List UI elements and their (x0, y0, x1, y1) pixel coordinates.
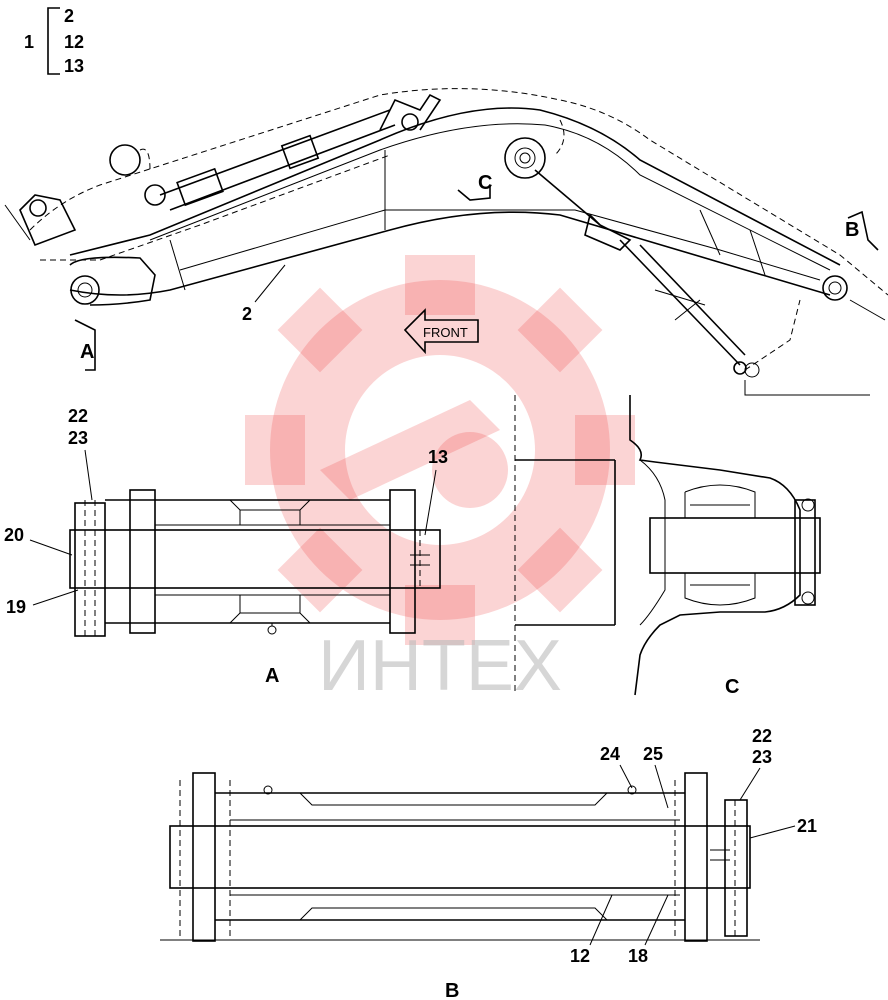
view-b-callout-23: 23 (752, 747, 772, 767)
view-a-callout-20: 20 (4, 525, 24, 545)
view-a-callout-19: 19 (6, 597, 26, 617)
detail-view-a: 22 23 13 20 19 A (4, 406, 448, 687)
front-arrow: FRONT (403, 308, 479, 355)
view-a-callout-22: 22 (68, 406, 88, 426)
boom-part-label: 2 (242, 304, 252, 324)
parts-bracket: 1 2 12 13 (24, 6, 84, 76)
left-arrow-icon (403, 308, 479, 355)
detail-view-b: 24 25 22 23 21 12 18 B (160, 726, 817, 1000)
watermark: ИНТЕХ (245, 255, 635, 706)
view-b-title: B (445, 980, 459, 1000)
bracket-group-number: 1 (24, 32, 34, 52)
bracket-item-2: 2 (64, 6, 74, 26)
view-b-callout-25: 25 (643, 744, 663, 764)
detail-view-c: C (514, 395, 821, 698)
view-b-callout-22: 22 (752, 726, 772, 746)
gear-logo-icon (245, 255, 635, 645)
watermark-text: ИНТЕХ (318, 626, 562, 706)
boom-side-view (4, 88, 888, 396)
section-marker-b: B (845, 210, 879, 251)
view-a-callout-13: 13 (428, 447, 448, 467)
bracket-item-13: 13 (64, 56, 84, 76)
view-c-title: C (725, 676, 739, 698)
view-a-callout-23: 23 (68, 428, 88, 448)
section-b-label: B (845, 219, 859, 241)
view-b-callout-18: 18 (628, 946, 648, 966)
view-b-callout-24: 24 (600, 744, 620, 764)
boom-part-callout: 2 (242, 264, 286, 324)
bracket-item-12: 12 (64, 32, 84, 52)
section-c-label: C (478, 172, 492, 194)
view-b-callout-12: 12 (570, 946, 590, 966)
section-a-label: A (80, 341, 94, 363)
section-marker-c: C (457, 172, 492, 201)
view-b-callout-21: 21 (797, 816, 817, 836)
front-label: FRONT (423, 325, 468, 340)
view-a-title: A (265, 665, 279, 687)
bracket-line (47, 7, 60, 75)
section-marker-a: A (74, 319, 96, 371)
